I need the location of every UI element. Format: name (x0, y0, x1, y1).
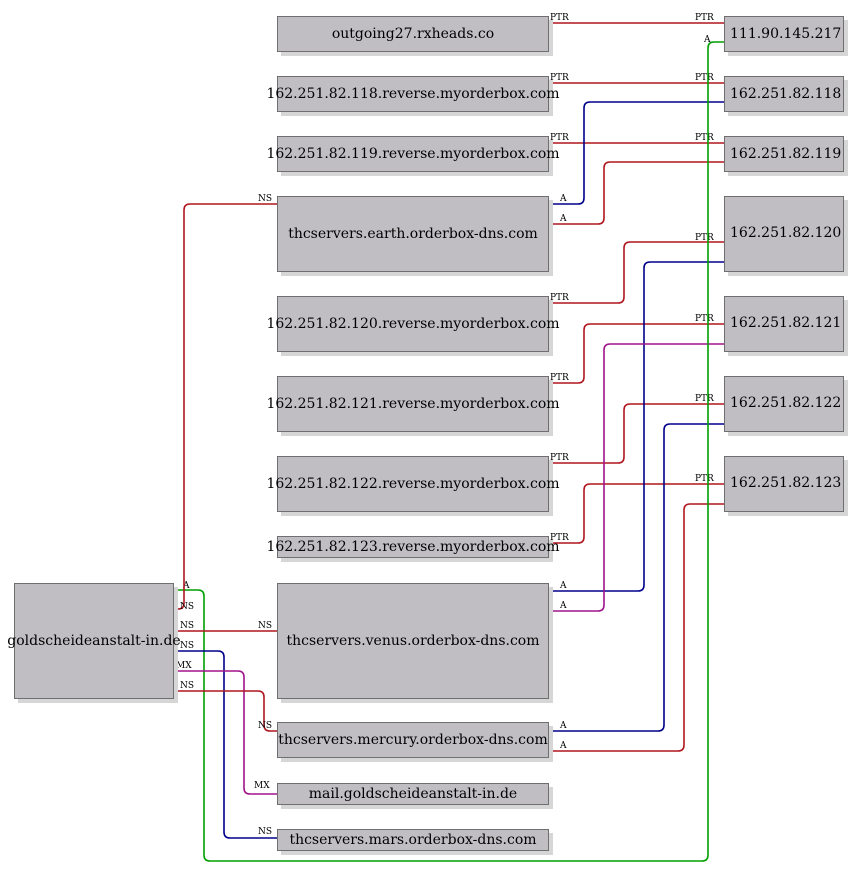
edge-label-e11-0: A (559, 601, 567, 611)
node-outgoing27[interactable]: outgoing27.rxheads.co (277, 16, 549, 52)
node-rev118-label: 162.251.82.118.reverse.myorderbox.com (266, 86, 560, 102)
edge-label-e1-0: PTR (550, 13, 569, 23)
edge-label-e14-1: A (703, 35, 711, 45)
edge-label-e19-1: NS (258, 721, 272, 731)
edge-a-domain-ip217 (174, 41, 724, 862)
node-ip123-label: 162.251.82.123 (730, 475, 842, 491)
edge-label-e4-0: A (559, 194, 567, 204)
edge-ns-domain-mercury (174, 690, 277, 732)
node-earth-label: thcservers.earth.orderbox-dns.com (288, 226, 538, 242)
edge-label-e12-0: A (559, 721, 567, 731)
edge-label-e16-1: NS (258, 621, 272, 631)
node-ip121[interactable]: 162.251.82.121 (724, 296, 844, 352)
node-rev118[interactable]: 162.251.82.118.reverse.myorderbox.com (266, 76, 560, 112)
node-rev119[interactable]: 162.251.82.119.reverse.myorderbox.com (266, 136, 560, 172)
node-rev121[interactable]: 162.251.82.121.reverse.myorderbox.com (266, 376, 560, 432)
edge-label-e10-0: A (559, 581, 567, 591)
node-ip217[interactable]: 111.90.145.217 (724, 16, 844, 52)
node-ip122[interactable]: 162.251.82.122 (724, 376, 844, 432)
edge-label-e7-1: PTR (695, 314, 714, 324)
node-domain-label: goldscheideanstalt-in.de (7, 633, 181, 649)
node-domain[interactable]: goldscheideanstalt-in.de (7, 583, 181, 699)
edge-label-e2-0: PTR (550, 73, 569, 83)
edge-label-e9-0: PTR (550, 533, 569, 543)
edge-label-e16-0: NS (180, 621, 194, 631)
node-ip119[interactable]: 162.251.82.119 (724, 136, 844, 172)
node-venus-label: thcservers.venus.orderbox-dns.com (286, 633, 540, 649)
edge-label-e9-1: PTR (695, 474, 714, 484)
node-mars[interactable]: thcservers.mars.orderbox-dns.com (277, 829, 549, 851)
node-rev123-label: 162.251.82.123.reverse.myorderbox.com (266, 539, 560, 555)
node-mail[interactable]: mail.goldscheideanstalt-in.de (277, 783, 549, 805)
edge-a-mercury-ip122 (549, 423, 724, 732)
node-rev122-label: 162.251.82.122.reverse.myorderbox.com (266, 476, 560, 492)
edge-label-e5-0: A (559, 214, 567, 224)
edge-label-e6-1: PTR (695, 233, 714, 243)
node-ip118-label: 162.251.82.118 (730, 86, 842, 102)
edge-label-e18-0: MX (176, 661, 192, 671)
node-ip123[interactable]: 162.251.82.123 (724, 456, 844, 512)
edge-label-e6-0: PTR (550, 293, 569, 303)
edge-label-e1-1: PTR (695, 13, 714, 23)
edge-label-e14-0: A (182, 581, 190, 591)
edge-label-e17-1: NS (258, 827, 272, 837)
node-ip119-label: 162.251.82.119 (730, 146, 842, 162)
edge-a-mercury-ip123 (549, 503, 724, 752)
edge-label-e2-1: PTR (695, 73, 714, 83)
node-ip122-label: 162.251.82.122 (730, 395, 842, 411)
node-ip217-label: 111.90.145.217 (730, 26, 842, 42)
node-mercury[interactable]: thcservers.mercury.orderbox-dns.com (277, 722, 549, 758)
node-ip120[interactable]: 162.251.82.120 (724, 196, 844, 272)
edge-label-e7-0: PTR (550, 373, 569, 383)
edge-ptr-rev121-ip121 (549, 323, 724, 384)
node-rev120[interactable]: 162.251.82.120.reverse.myorderbox.com (266, 296, 560, 352)
edge-label-e8-1: PTR (695, 394, 714, 404)
edge-label-e3-0: PTR (550, 133, 569, 143)
edge-ptr-rev123-ip123 (549, 483, 724, 544)
node-earth[interactable]: thcservers.earth.orderbox-dns.com (277, 196, 549, 272)
node-ip120-label: 162.251.82.120 (730, 225, 842, 241)
edge-a-earth-ip118 (549, 101, 724, 205)
edge-ptr-rev120-ip120 (549, 241, 724, 304)
edge-ns-domain-earth (174, 203, 277, 610)
node-ip121-label: 162.251.82.121 (730, 315, 842, 331)
edge-label-e19-0: NS (180, 681, 194, 691)
edge-ptr-rev122-ip122 (549, 403, 724, 464)
edge-label-e8-0: PTR (550, 453, 569, 463)
node-outgoing27-label: outgoing27.rxheads.co (331, 26, 495, 42)
edge-ns-domain-mars (174, 650, 277, 839)
edge-a-earth-ip119 (549, 161, 724, 225)
edge-label-e13-0: A (559, 741, 567, 751)
edge-label-e15-1: NS (258, 194, 272, 204)
edge-label-e15-0: NS (180, 602, 194, 612)
node-ip118[interactable]: 162.251.82.118 (724, 76, 844, 112)
node-mail-label: mail.goldscheideanstalt-in.de (308, 786, 518, 802)
node-mars-label: thcservers.mars.orderbox-dns.com (289, 832, 537, 848)
edge-label-e3-1: PTR (695, 133, 714, 143)
node-rev119-label: 162.251.82.119.reverse.myorderbox.com (266, 146, 560, 162)
edge-mx-domain-mail (174, 670, 277, 795)
node-rev122[interactable]: 162.251.82.122.reverse.myorderbox.com (266, 456, 560, 512)
node-mercury-label: thcservers.mercury.orderbox-dns.com (278, 732, 548, 748)
node-rev121-label: 162.251.82.121.reverse.myorderbox.com (266, 396, 560, 412)
edge-a-venus-ip121 (549, 343, 724, 612)
node-venus[interactable]: thcservers.venus.orderbox-dns.com (277, 583, 549, 699)
edge-label-e17-0: NS (180, 641, 194, 651)
edge-label-e18-1: MX (254, 781, 270, 791)
node-rev123[interactable]: 162.251.82.123.reverse.myorderbox.com (266, 536, 560, 558)
edge-a-venus-ip120 (549, 261, 724, 592)
node-rev120-label: 162.251.82.120.reverse.myorderbox.com (266, 316, 560, 332)
